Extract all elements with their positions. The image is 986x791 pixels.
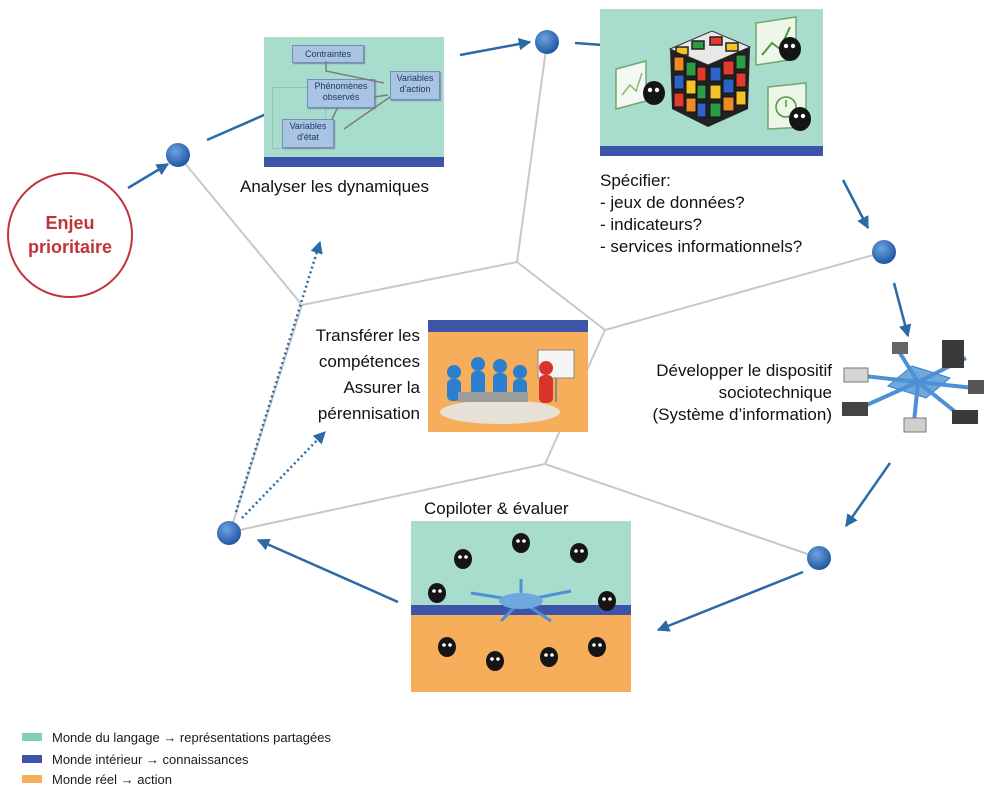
dotted-arrow-to-analyser bbox=[234, 240, 323, 513]
specifier-item-3: - services informationnels? bbox=[600, 237, 803, 256]
analyser-label: Analyser les dynamiques bbox=[240, 177, 429, 196]
dotted-arrow-to-transferer bbox=[241, 431, 326, 519]
character-icons bbox=[643, 37, 811, 131]
meeting-icon bbox=[440, 349, 575, 424]
web-lines bbox=[177, 41, 885, 559]
legend-swatch-green bbox=[22, 733, 42, 741]
arrow-analyser-to-node2 bbox=[459, 37, 532, 57]
dotted-arrows bbox=[234, 240, 326, 519]
specifier-block: Spécifier: - jeux de données? - indicate… bbox=[600, 170, 802, 258]
arrow-node4-to-copiloter bbox=[656, 570, 804, 632]
specifier-panel bbox=[600, 9, 823, 156]
rubiks-cube-icon bbox=[668, 30, 752, 127]
specifier-item-2: - indicateurs? bbox=[600, 215, 703, 234]
transferer-block: Transférer les compétences Assurer la pé… bbox=[290, 323, 420, 427]
developper-line-3: (Système d’information) bbox=[652, 405, 832, 424]
transferer-panel bbox=[428, 320, 588, 432]
box-phenomenes: Phénomènes observés bbox=[307, 79, 375, 108]
developper-block: Développer le dispositif sociotechnique … bbox=[612, 360, 832, 426]
transferer-line-3: Assurer la bbox=[343, 378, 420, 397]
board-icon-left bbox=[615, 60, 647, 110]
analyser-panel: Contraintes Phénomènes observés Variable… bbox=[264, 37, 444, 167]
legend-label-langage: Monde du langage → représentations parta… bbox=[52, 729, 331, 745]
node-5 bbox=[217, 521, 241, 545]
box-contraintes: Contraintes bbox=[292, 45, 364, 63]
legend-label-reel: Monde réel → action bbox=[52, 771, 172, 787]
legend-swatch-orange bbox=[22, 775, 42, 783]
specifier-title: Spécifier: bbox=[600, 171, 671, 190]
enjeu-line1: Enjeu bbox=[45, 213, 95, 233]
node-3 bbox=[872, 240, 896, 264]
copiloter-label: Copiloter & évaluer bbox=[424, 499, 569, 518]
legend-swatch-blue bbox=[22, 755, 42, 763]
arrow-developper-to-node4 bbox=[844, 462, 892, 528]
node-2 bbox=[535, 30, 559, 54]
developper-line-2: sociotechnique bbox=[718, 383, 832, 402]
legend-label-interieur: Monde intérieur → connaissances bbox=[52, 751, 249, 767]
copiloter-panel bbox=[411, 521, 631, 692]
developper-panel bbox=[838, 336, 986, 436]
arrow-copiloter-to-node5 bbox=[256, 538, 399, 604]
arrow-specifier-to-node3 bbox=[841, 179, 870, 230]
enjeu-circle: Enjeu prioritaire bbox=[7, 172, 133, 298]
developper-line-1: Développer le dispositif bbox=[656, 361, 832, 380]
box-variables-etat: Variables d'état bbox=[282, 119, 334, 148]
transferer-line-1: Transférer les bbox=[315, 326, 420, 345]
specifier-item-1: - jeux de données? bbox=[600, 193, 745, 212]
network-icon bbox=[842, 340, 984, 433]
copiloter-character-icons bbox=[428, 533, 616, 671]
legend-item-langage: Monde du langage → représentations parta… bbox=[22, 727, 331, 747]
box-variables-action: Variables d'action bbox=[390, 71, 440, 100]
arrow-enjeu-to-node1 bbox=[127, 162, 170, 190]
transferer-line-2: compétences bbox=[318, 352, 420, 371]
legend-item-interieur: Monde intérieur → connaissances bbox=[22, 749, 249, 769]
enjeu-line2: prioritaire bbox=[27, 237, 113, 257]
node-1 bbox=[166, 143, 190, 167]
node-4 bbox=[807, 546, 831, 570]
legend-item-reel: Monde réel → action bbox=[22, 769, 172, 789]
transferer-line-4: pérennisation bbox=[317, 404, 420, 423]
arrow-node3-to-developper bbox=[892, 282, 912, 338]
cycle-nodes bbox=[166, 30, 896, 570]
